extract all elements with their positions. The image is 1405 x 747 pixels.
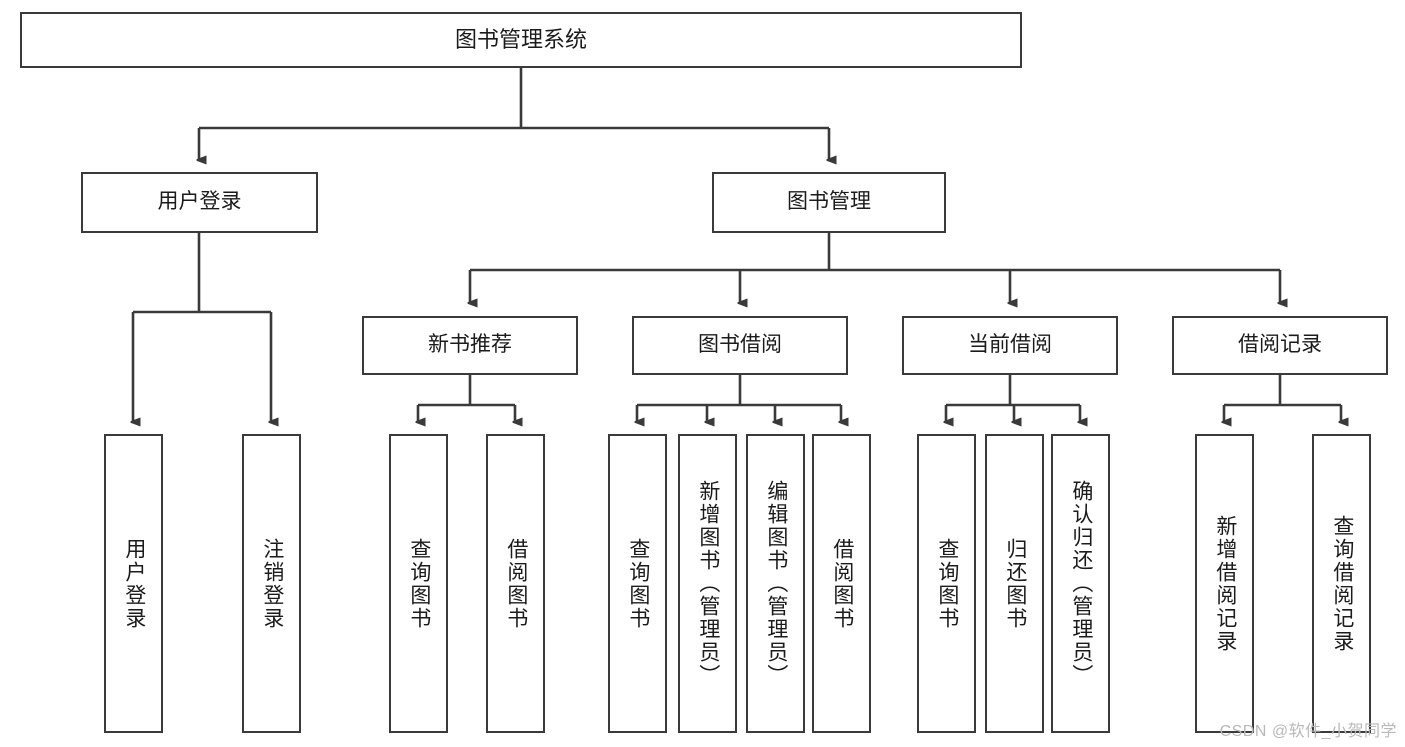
node-label: 查询图书 [407, 537, 431, 630]
leaf-borrow-edit-book-admin[interactable]: 编辑图书（管理员） [746, 434, 805, 733]
node-label: 用户登录 [157, 190, 242, 214]
leaf-new-book-query[interactable]: 查询图书 [389, 434, 448, 733]
node-label: 查询图书 [626, 537, 650, 630]
leaf-records-add-record[interactable]: 新增借阅记录 [1195, 434, 1254, 733]
node-label: 图书管理 [787, 190, 871, 214]
leaf-records-query-record[interactable]: 查询借阅记录 [1312, 434, 1371, 733]
node-label: 编辑图书（管理员） [764, 480, 788, 687]
node-label: 查询借阅记录 [1330, 514, 1354, 653]
leaf-user-login-logout[interactable]: 注销登录 [242, 434, 301, 733]
node-label: 借阅图书 [830, 537, 854, 630]
leaf-borrow-add-book-admin[interactable]: 新增图书（管理员） [678, 434, 737, 733]
node-label: 注销登录 [260, 537, 284, 630]
node-label: 确认归还（管理员） [1069, 480, 1093, 687]
node-label: 借阅记录 [1238, 333, 1322, 357]
node-label: 新书推荐 [428, 333, 512, 357]
node-new-book-recommend[interactable]: 新书推荐 [362, 316, 578, 375]
leaf-current-query-book[interactable]: 查询图书 [917, 434, 976, 733]
leaf-new-book-borrow[interactable]: 借阅图书 [486, 434, 545, 733]
node-book-management[interactable]: 图书管理 [712, 172, 946, 233]
node-borrow-records[interactable]: 借阅记录 [1172, 316, 1388, 375]
leaf-current-return-book[interactable]: 归还图书 [985, 434, 1044, 733]
node-label: 查询图书 [935, 537, 959, 630]
node-book-borrow[interactable]: 图书借阅 [632, 316, 848, 375]
leaf-borrow-query-book[interactable]: 查询图书 [608, 434, 667, 733]
leaf-user-login-login[interactable]: 用户登录 [104, 434, 163, 733]
node-user-login[interactable]: 用户登录 [81, 172, 318, 233]
node-label: 用户登录 [122, 537, 146, 630]
node-label: 新增图书（管理员） [696, 480, 720, 687]
node-current-borrow[interactable]: 当前借阅 [902, 316, 1118, 375]
node-label: 当前借阅 [968, 333, 1052, 357]
node-label: 图书借阅 [698, 333, 782, 357]
node-label: 新增借阅记录 [1213, 514, 1237, 653]
node-root-system[interactable]: 图书管理系统 [20, 12, 1022, 68]
node-label: 图书管理系统 [454, 27, 587, 53]
node-label: 归还图书 [1003, 537, 1027, 630]
node-label: 借阅图书 [504, 537, 528, 630]
leaf-borrow-borrow-book[interactable]: 借阅图书 [812, 434, 871, 733]
leaf-current-confirm-return-admin[interactable]: 确认归还（管理员） [1051, 434, 1110, 733]
